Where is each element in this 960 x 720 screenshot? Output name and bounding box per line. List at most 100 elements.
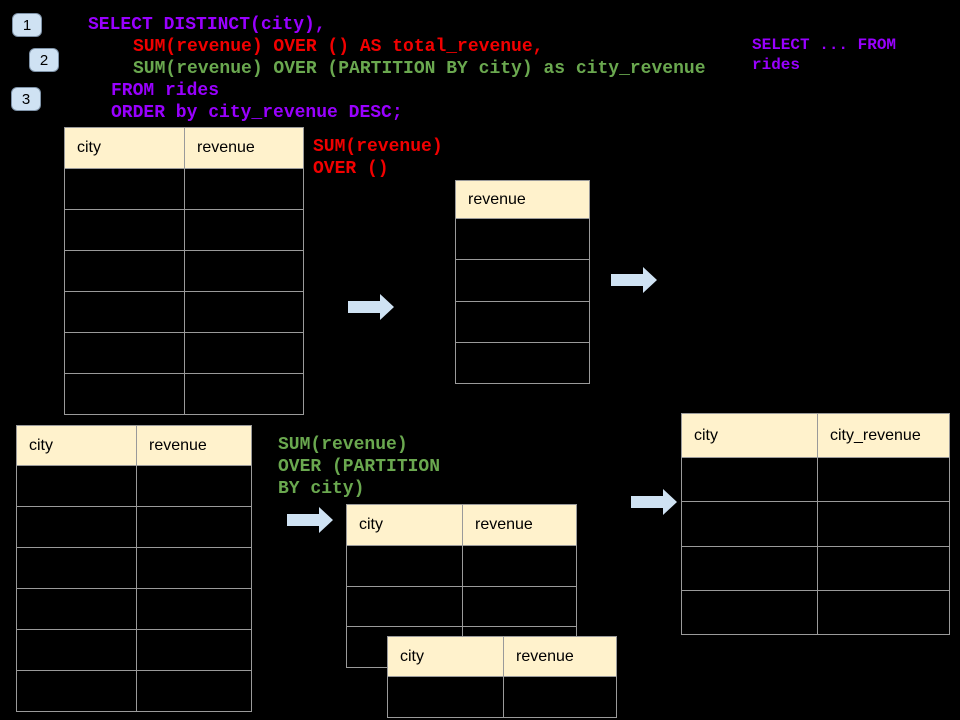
column-header-revenue: revenue <box>475 516 533 533</box>
arrow-shape <box>287 507 333 533</box>
table-cell <box>185 374 303 414</box>
annotation-total-line1: SUM(revenue) <box>313 137 443 157</box>
table-row <box>682 590 949 634</box>
table-cell <box>682 546 818 590</box>
table-row <box>17 507 251 548</box>
arrow-right-icon <box>631 489 677 515</box>
arrow-shape <box>348 294 394 320</box>
table-row <box>682 502 949 547</box>
side-note-rides: rides <box>752 56 801 74</box>
table-cell <box>137 589 251 629</box>
table-row <box>682 458 949 503</box>
table-cell <box>185 333 303 373</box>
table-source-top: city revenue <box>64 127 304 415</box>
table-header-row: revenue <box>456 181 589 219</box>
table-cell <box>682 458 818 502</box>
table-row <box>17 548 251 589</box>
table-cell <box>347 546 463 586</box>
table-row <box>17 671 251 711</box>
table-cell <box>137 466 251 506</box>
table-cell <box>65 210 185 250</box>
table-cell <box>818 458 949 501</box>
table-row <box>17 630 251 671</box>
table-row <box>65 374 303 414</box>
table-cell <box>185 210 303 250</box>
table-cell <box>137 548 251 588</box>
column-header-revenue: revenue <box>516 647 574 665</box>
table-row <box>388 677 616 717</box>
table-cell <box>65 251 185 291</box>
table-cell <box>17 466 137 506</box>
table-cell <box>65 169 185 209</box>
table-cell <box>347 586 463 627</box>
table-row <box>65 292 303 333</box>
table-cell <box>456 302 589 342</box>
table-cell <box>818 547 949 590</box>
table-cell <box>17 507 137 547</box>
table-cell <box>818 591 949 634</box>
column-header-revenue: revenue <box>197 139 255 156</box>
table-header-row: city revenue <box>17 426 251 466</box>
table-source-bottom: city revenue <box>16 425 252 712</box>
sql-line-select: SELECT DISTINCT(city), <box>88 15 326 35</box>
table-cell <box>65 374 185 414</box>
table-row <box>682 546 949 591</box>
annotation-partition-line2: OVER (PARTITION <box>278 457 441 477</box>
table-row <box>65 169 303 210</box>
arrow-shape <box>631 489 677 515</box>
table-cell <box>818 502 949 545</box>
arrow-right-icon <box>287 507 333 533</box>
arrow-right-icon <box>611 267 657 293</box>
column-header-revenue: revenue <box>149 436 207 454</box>
table-cell <box>65 292 185 332</box>
annotation-partition-line1: SUM(revenue) <box>278 435 408 455</box>
table-header-row: city revenue <box>388 637 616 677</box>
column-header-city: city <box>388 637 504 676</box>
table-header-row: city revenue <box>65 128 303 169</box>
table-cell <box>185 292 303 332</box>
sql-line-partition: SUM(revenue) OVER (PARTITION BY city) as… <box>133 59 706 79</box>
step-badge-3: 3 <box>11 87 41 111</box>
table-header-row: city city_revenue <box>682 414 949 458</box>
table-row <box>347 546 576 587</box>
table-partition-mid: city revenue <box>346 504 577 668</box>
table-cell <box>463 546 576 586</box>
step-badge-2: 2 <box>29 48 59 72</box>
table-cell <box>456 219 589 259</box>
table-cell <box>17 589 137 629</box>
table-total-result: revenue <box>455 180 590 384</box>
table-cell <box>682 590 818 634</box>
table-cell <box>17 671 137 711</box>
table-cell <box>682 502 818 546</box>
table-cell <box>388 677 504 717</box>
table-row <box>347 586 576 628</box>
sql-line-total: SUM(revenue) OVER () AS total_revenue, <box>133 37 544 57</box>
table-row <box>456 260 589 302</box>
column-header-city: city <box>682 414 818 457</box>
table-cell <box>504 677 616 717</box>
table-row <box>17 466 251 507</box>
table-cell <box>456 260 589 300</box>
table-cell <box>65 333 185 373</box>
table-cell <box>185 251 303 291</box>
table-cell <box>17 630 137 670</box>
column-header-city: city <box>17 426 137 465</box>
table-cell <box>137 507 251 547</box>
annotation-partition-line3: BY city) <box>278 479 365 499</box>
annotation-total-line2: OVER () <box>313 159 389 179</box>
table-cell <box>185 169 303 209</box>
column-header-city-revenue: city_revenue <box>830 426 921 444</box>
side-note-select-from: SELECT ... FROM <box>752 36 897 54</box>
table-row <box>456 219 589 261</box>
table-cell <box>463 587 576 627</box>
table-cell <box>137 630 251 670</box>
table-partition-overlay: city revenue <box>387 636 617 718</box>
step-badge-1: 1 <box>12 13 42 37</box>
column-header-revenue: revenue <box>468 190 526 208</box>
table-row <box>17 589 251 630</box>
table-final-result: city city_revenue <box>681 413 950 635</box>
table-row <box>65 210 303 251</box>
arrow-shape <box>611 267 657 293</box>
arrow-right-icon <box>348 294 394 320</box>
